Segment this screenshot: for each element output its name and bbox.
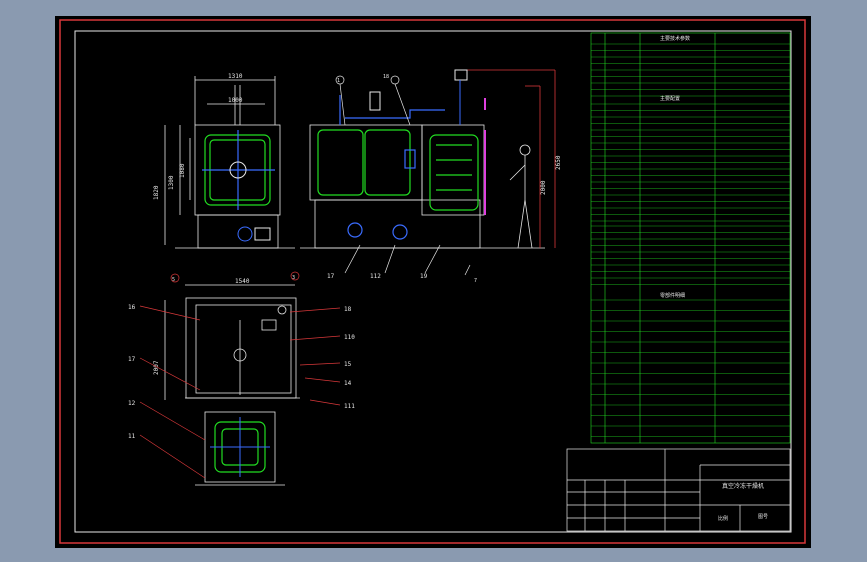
front-dim-inner: 1300 bbox=[168, 175, 175, 190]
table-section-3-title: 零部件明细 bbox=[660, 292, 685, 299]
plan-callout-110: 110 bbox=[344, 334, 355, 341]
front-door-bolts bbox=[202, 130, 275, 210]
front-pump bbox=[237, 226, 271, 242]
side-callout-17: 17 bbox=[327, 273, 335, 280]
parameter-table-rows bbox=[591, 43, 790, 437]
title-block-sheet: 图号 bbox=[758, 514, 768, 520]
title-block bbox=[566, 448, 791, 532]
outer-red-border bbox=[59, 19, 806, 544]
front-viewport bbox=[229, 161, 247, 179]
side-callout-19: 19 bbox=[420, 273, 428, 280]
plan-callout-leaders bbox=[139, 271, 341, 479]
plan-view bbox=[164, 284, 300, 486]
plan-dim-left: 2007 bbox=[153, 360, 160, 375]
side-dim-a: 2000 bbox=[540, 180, 547, 195]
plan-callout-15: 15 bbox=[344, 361, 352, 368]
side-top-fittings bbox=[369, 69, 468, 125]
plan-callout-18: 18 bbox=[344, 306, 352, 313]
parameter-table bbox=[590, 32, 791, 444]
plan-callout-11: 11 bbox=[128, 433, 136, 440]
side-callout-1: 1 bbox=[337, 78, 340, 84]
drawing-background bbox=[55, 16, 811, 548]
plan-dim-top: 1540 bbox=[235, 278, 250, 285]
inner-white-border bbox=[74, 30, 792, 533]
front-dim-left: 1820 bbox=[153, 185, 160, 200]
plan-lower-bolts bbox=[210, 417, 270, 477]
title-block-name: 真空冷冻干燥机 bbox=[722, 482, 764, 490]
table-section-2-title: 主要配置 bbox=[660, 95, 680, 102]
plan-callout-3: 3 bbox=[292, 275, 295, 281]
plan-callout-5: 5 bbox=[172, 277, 175, 283]
front-dim-top: 1310 bbox=[228, 73, 243, 80]
side-dim-b: 2650 bbox=[555, 155, 562, 170]
side-callouts bbox=[335, 75, 471, 276]
plan-inner-parts bbox=[233, 305, 287, 395]
table-section-1-title: 主要技术参数 bbox=[660, 35, 690, 42]
side-view bbox=[300, 69, 556, 249]
side-callout-112: 112 bbox=[370, 273, 381, 280]
front-view bbox=[164, 76, 295, 249]
plan-callout-16: 16 bbox=[128, 304, 136, 311]
title-block-scale: 比例 bbox=[718, 515, 728, 522]
side-callout-7: 7 bbox=[474, 278, 477, 284]
side-chambers-green bbox=[317, 129, 479, 211]
front-dim-inner2: 1080 bbox=[179, 163, 186, 178]
side-callout-18: 18 bbox=[383, 74, 389, 80]
plan-callout-14: 14 bbox=[344, 380, 352, 387]
plan-callout-17: 17 bbox=[128, 356, 136, 363]
front-dim-mid: 1000 bbox=[228, 97, 243, 104]
plan-callout-111: 111 bbox=[344, 403, 355, 410]
plan-callout-12: 12 bbox=[128, 400, 136, 407]
side-pipes-blue bbox=[339, 95, 445, 240]
